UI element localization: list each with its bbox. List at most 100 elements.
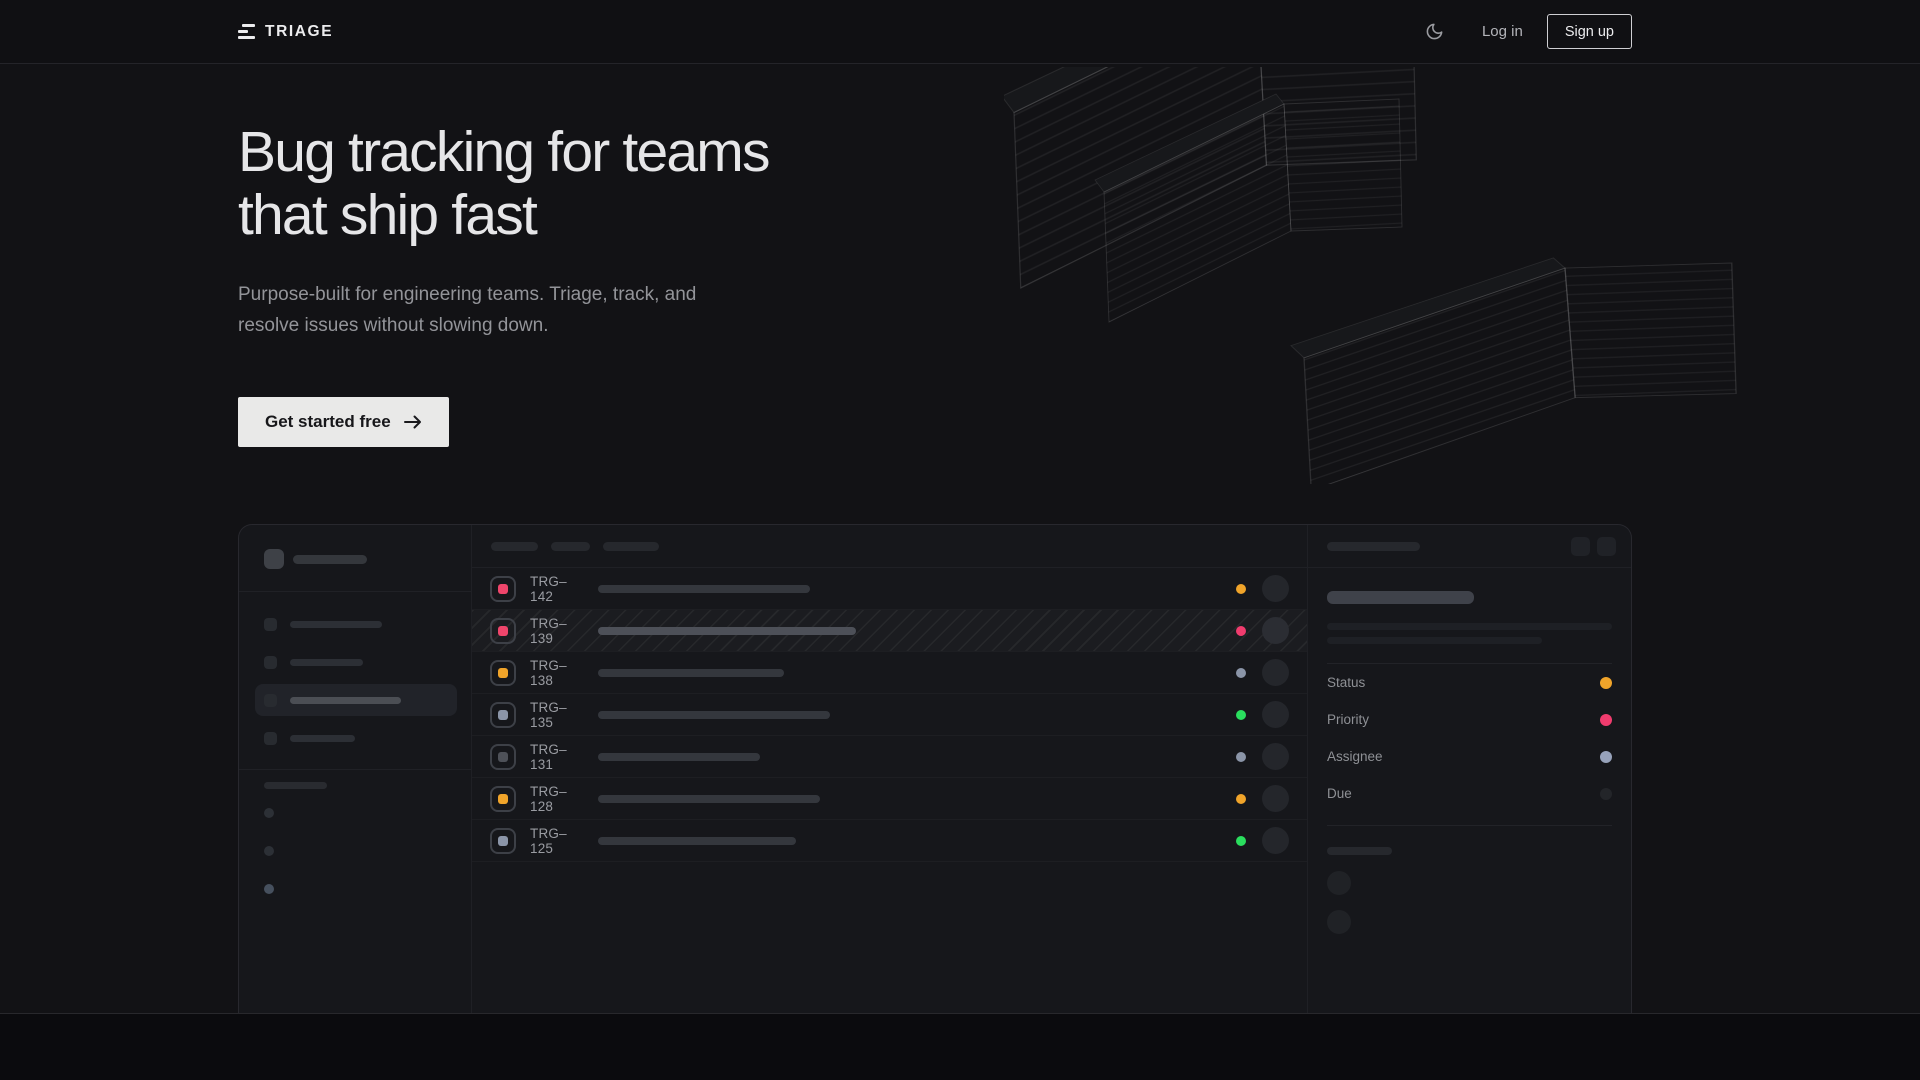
assignee-avatar	[1262, 785, 1289, 812]
hero-section: Bug tracking for teams that ship fast Pu…	[0, 64, 1920, 524]
sidebar-dot-placeholder	[264, 884, 274, 894]
issue-row: TRG–128	[472, 778, 1307, 820]
issue-row: TRG–131	[472, 736, 1307, 778]
issue-id: TRG–131	[530, 741, 567, 772]
detail-panel-body: Status Priority Assignee Due	[1308, 568, 1631, 934]
sidebar-item-icon-placeholder	[264, 655, 277, 669]
assignee-avatar	[1262, 827, 1289, 854]
sidebar-item-label-placeholder	[290, 658, 363, 666]
detail-title-placeholder	[1327, 591, 1474, 604]
priority-icon	[490, 659, 516, 686]
hero-content: Bug tracking for teams that ship fast Pu…	[0, 64, 1920, 447]
assignee-avatar	[1262, 617, 1289, 644]
status-dot	[1236, 625, 1246, 636]
issue-row-meta	[1236, 617, 1289, 644]
status-value-dot	[1600, 676, 1612, 689]
triage-logo-icon	[238, 24, 255, 39]
cta-label: Get started free	[265, 412, 391, 431]
status-dot	[1236, 667, 1246, 678]
preview-sidebar	[239, 525, 472, 1013]
issue-row: TRG–139	[472, 610, 1307, 652]
comment-avatar-placeholder	[1327, 871, 1351, 895]
detail-field-status: Status	[1327, 664, 1612, 701]
top-navigation-bar: TRIAGE Log in Sign up	[0, 0, 1920, 64]
headline-line-1: Bug tracking for teams	[238, 120, 770, 184]
headline-line-2: that ship fast	[238, 183, 538, 247]
priority-value-dot	[1600, 713, 1612, 726]
detail-description-placeholder	[1327, 637, 1542, 644]
comments-section-label-placeholder	[1327, 847, 1392, 855]
sidebar-dot-placeholder	[264, 846, 274, 856]
sidebar-nav-placeholder	[239, 605, 471, 757]
issue-id: TRG–142	[530, 573, 567, 604]
sidebar-item-icon-placeholder	[264, 693, 277, 707]
list-tab-placeholder	[491, 541, 538, 551]
priority-icon	[490, 617, 516, 644]
signup-button[interactable]: Sign up	[1546, 14, 1632, 49]
priority-dot	[498, 793, 508, 804]
detail-field-due: Due	[1327, 775, 1612, 812]
sidebar-divider	[239, 769, 471, 770]
assignee-avatar	[1262, 575, 1289, 602]
panel-action-placeholder	[1571, 536, 1590, 556]
sidebar-item-icon-placeholder	[264, 617, 277, 631]
workspace-avatar-placeholder	[264, 549, 284, 569]
issue-id: TRG–128	[530, 783, 567, 814]
issue-row-meta	[1236, 659, 1289, 686]
subtitle-line-2: resolve issues without slowing down.	[238, 314, 549, 336]
priority-icon	[490, 785, 516, 812]
issue-title-placeholder	[598, 626, 856, 635]
sidebar-item-placeholder	[239, 643, 471, 681]
issue-row: TRG–138	[472, 652, 1307, 694]
detail-panel-header	[1308, 525, 1631, 568]
topbar-inner: TRIAGE Log in Sign up	[0, 14, 1920, 49]
preview-issue-list: TRG–142 TRG–139 TRG–138	[472, 525, 1307, 1013]
issue-title-placeholder	[598, 752, 760, 761]
hero-subtitle: Purpose-built for engineering teams. Tri…	[238, 280, 1920, 341]
issue-row: TRG–125	[472, 820, 1307, 862]
detail-breadcrumb-placeholder	[1327, 541, 1420, 551]
sidebar-item-placeholder	[239, 719, 471, 757]
due-value-dot	[1600, 787, 1612, 800]
issue-row: TRG–135	[472, 694, 1307, 736]
page-title: Bug tracking for teams that ship fast	[238, 121, 1920, 247]
detail-divider	[1327, 663, 1612, 664]
issue-list-header	[472, 525, 1307, 568]
assignee-avatar	[1262, 659, 1289, 686]
sidebar-dot-placeholder	[264, 808, 274, 818]
issue-row-meta	[1236, 701, 1289, 728]
priority-icon	[490, 575, 516, 602]
issue-row-meta	[1236, 575, 1289, 602]
assignee-avatar	[1262, 743, 1289, 770]
sidebar-divider	[239, 591, 471, 592]
get-started-button[interactable]: Get started free	[238, 397, 449, 447]
workspace-name-placeholder	[293, 554, 367, 564]
arrow-right-icon	[403, 415, 421, 429]
sidebar-item-placeholder	[239, 605, 471, 643]
issue-row-meta	[1236, 827, 1289, 854]
status-dot	[1236, 793, 1246, 804]
app-preview-card: TRG–142 TRG–139 TRG–138	[238, 524, 1632, 1013]
panel-action-placeholder	[1597, 536, 1616, 556]
issue-title-placeholder	[598, 584, 810, 593]
issue-id: TRG–125	[530, 825, 567, 856]
theme-toggle-button[interactable]	[1420, 17, 1450, 47]
priority-icon	[490, 743, 516, 770]
login-link[interactable]: Log in	[1481, 23, 1523, 40]
issue-id: TRG–139	[530, 615, 567, 646]
issue-title-placeholder	[598, 668, 784, 677]
field-label: Priority	[1327, 712, 1370, 727]
status-dot	[1236, 709, 1246, 720]
list-tab-placeholder	[551, 541, 590, 551]
priority-dot	[498, 835, 508, 846]
status-dot	[1236, 835, 1246, 846]
field-label: Assignee	[1327, 749, 1383, 764]
sidebar-section-label-placeholder	[264, 782, 327, 789]
workspace-switcher-placeholder	[239, 549, 471, 569]
detail-field-priority: Priority	[1327, 701, 1612, 738]
status-dot	[1236, 583, 1246, 594]
priority-dot	[498, 709, 508, 720]
brand-logo[interactable]: TRIAGE	[238, 23, 333, 41]
priority-dot	[498, 583, 508, 594]
detail-panel-actions	[1571, 536, 1616, 556]
